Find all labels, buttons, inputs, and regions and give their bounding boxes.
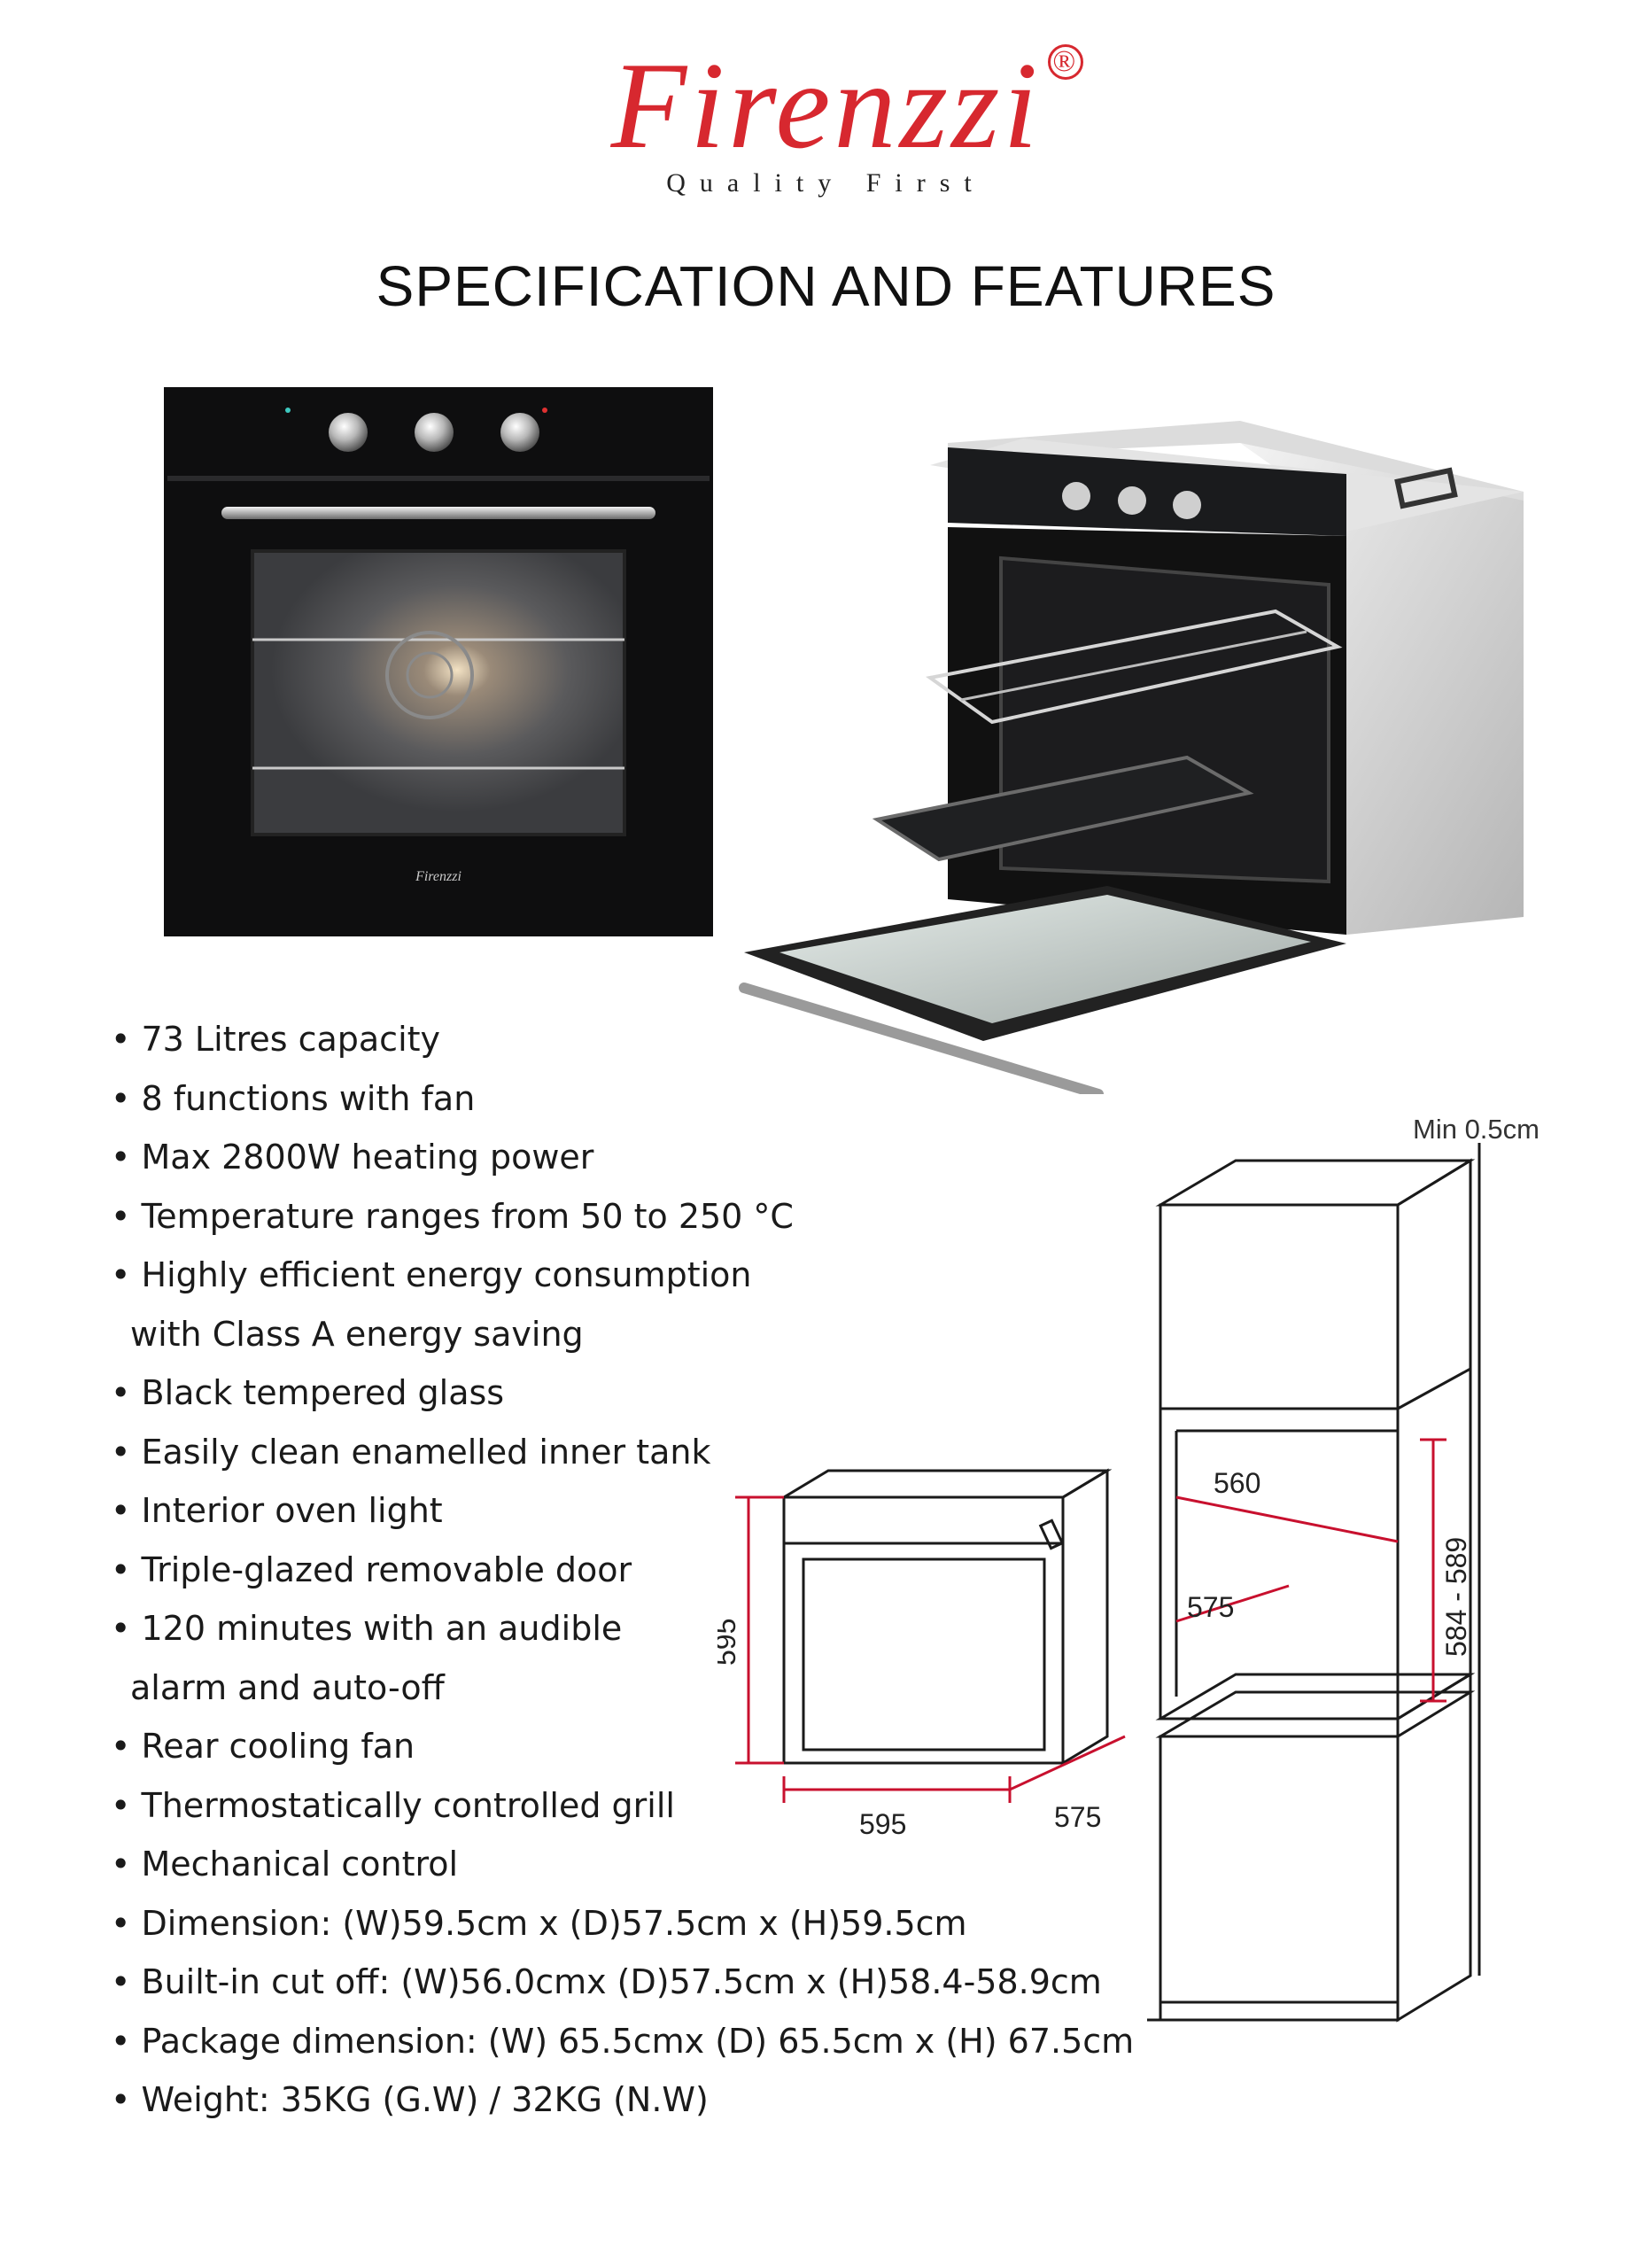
registered-mark-icon: ® — [1048, 44, 1084, 80]
cabinet-outline — [1147, 1143, 1481, 2023]
door-handle-open — [739, 983, 1104, 1094]
door-handle — [221, 507, 655, 519]
cutout-depth-label: 575 — [1187, 1591, 1234, 1623]
brand-tagline: Quality First — [666, 168, 986, 198]
oven-side-casing — [1240, 443, 1524, 935]
cutout-height-label: 584 - 589 — [1440, 1537, 1472, 1657]
fan-icon — [385, 631, 474, 719]
oven-outline — [779, 1468, 1113, 1766]
feature-item: • 73 Litres capacity — [111, 1020, 441, 1059]
cutout-width-label: 560 — [1214, 1467, 1260, 1499]
feature-item: • Built-in cut off: (W)56.0cmx (D)57.5cm… — [111, 1962, 1102, 2001]
feature-list: • 73 Litres capacity • 8 functions with f… — [111, 1010, 1134, 2130]
feature-item: • Rear cooling fan — [111, 1727, 415, 1766]
brand-name: Firenzzi — [610, 37, 1042, 175]
feature-item: • Weight: 35KG (G.W) / 32KG (N.W) — [111, 2080, 709, 2119]
feature-item: • Max 2800W heating power — [111, 1138, 594, 1177]
wire-rack — [926, 609, 1343, 725]
page-title: SPECIFICATION AND FEATURES — [376, 254, 1276, 318]
brand-logo-wordmark: Firenzzi ® — [611, 44, 1084, 168]
brand-logo: Firenzzi ® Quality First — [0, 44, 1652, 198]
feature-item: • 8 functions with fan — [111, 1078, 476, 1118]
feature-item: • Thermostatically controlled grill — [111, 1785, 675, 1825]
feature-item-continuation: with Class A energy saving — [130, 1314, 584, 1354]
feature-item: • Highly efficient energy consumption — [111, 1255, 752, 1294]
min-gap-label: Min 0.5cm — [1413, 1114, 1540, 1145]
oven-depth-label: 575 — [1054, 1801, 1101, 1833]
oven-open-image — [739, 421, 1524, 1094]
dimension-diagram: 595 595 575 Min 0.5cm 560 575 584 - 589 — [717, 1114, 1540, 2023]
baking-tray — [872, 755, 1254, 862]
feature-item: • 120 minutes with an audible — [111, 1609, 623, 1648]
dimension-lines — [735, 1438, 1446, 1803]
feature-item: • Temperature ranges from 50 to 250 °C — [111, 1196, 794, 1236]
feature-item: • Dimension: (W)59.5cm x (D)57.5cm x (H)… — [111, 1903, 967, 1943]
feature-item: • Interior oven light — [111, 1491, 443, 1530]
feature-item: • Package dimension: (W) 65.5cmx (D) 65.… — [111, 2021, 1135, 2061]
feature-item: • Triple-glazed removable door — [111, 1550, 632, 1589]
oven-height-label: 595 — [717, 1619, 741, 1666]
oven-front-image: Firenzzi — [164, 387, 713, 936]
feature-item: • Black tempered glass — [111, 1373, 505, 1412]
control-knobs — [285, 408, 547, 452]
feature-item-continuation: alarm and auto-off — [130, 1667, 445, 1707]
feature-item: • Easily clean enamelled inner tank — [111, 1432, 711, 1472]
feature-item: • Mechanical control — [111, 1845, 459, 1884]
oven-window — [251, 549, 626, 836]
oven-width-label: 595 — [859, 1808, 906, 1840]
oven-front-brand-label: Firenzzi — [415, 869, 461, 884]
